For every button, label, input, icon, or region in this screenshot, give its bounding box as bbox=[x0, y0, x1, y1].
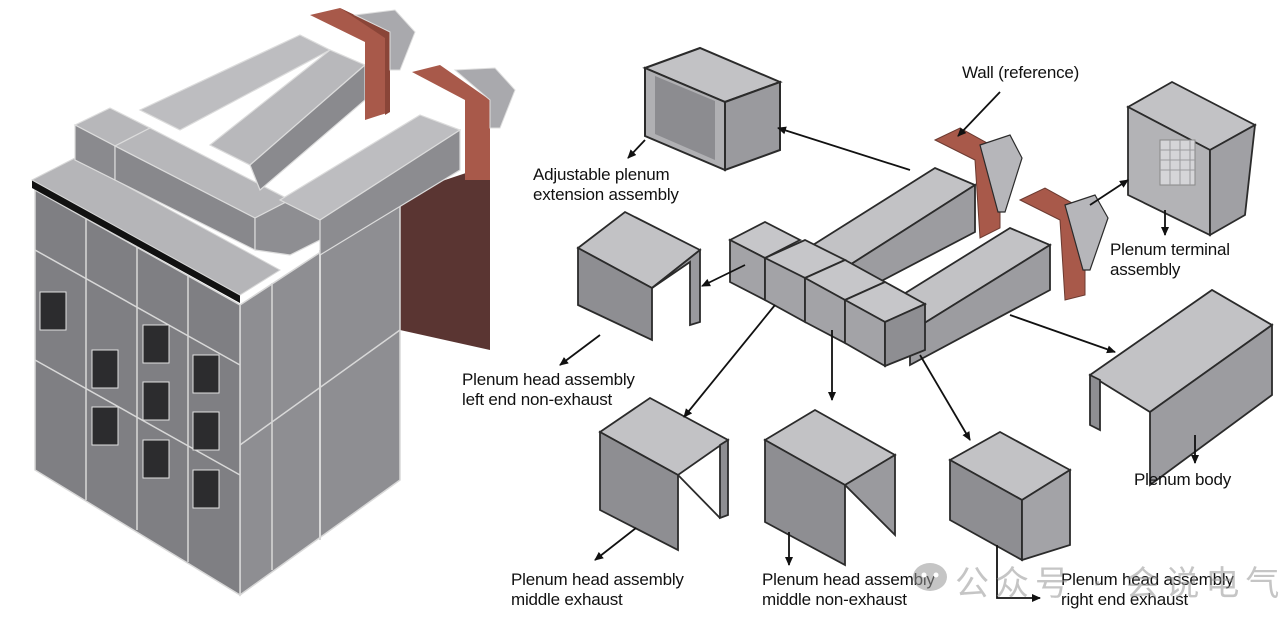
plenum-terminal-part bbox=[1126, 80, 1257, 237]
watermark-text: 公众号 · 会说电气 bbox=[955, 564, 1280, 604]
middle-non-exhaust-head-part bbox=[763, 408, 897, 567]
arrow-middle-exhaust bbox=[683, 304, 776, 418]
label-line: Plenum terminal bbox=[1110, 240, 1230, 259]
wall-panel bbox=[400, 165, 490, 350]
label-line: Plenum head assembly bbox=[1061, 570, 1234, 589]
arrow-body bbox=[1009, 314, 1116, 354]
adjustable-extension-part bbox=[642, 46, 783, 172]
label-line: extension assembly bbox=[533, 185, 679, 204]
arrow-left-end bbox=[701, 264, 746, 287]
label-line: Wall (reference) bbox=[962, 63, 1080, 82]
arrow-right-end bbox=[919, 354, 971, 441]
label-middle-non-exhaust: Plenum head assembly middle non-exhaust bbox=[762, 570, 935, 610]
label-line: Plenum head assembly bbox=[511, 570, 684, 589]
middle-exhaust-head-part bbox=[598, 396, 730, 552]
wall-flange-lower bbox=[412, 65, 490, 180]
plenum-body-part bbox=[1088, 288, 1274, 487]
label-left-end: Plenum head assembly left end non-exhaus… bbox=[462, 370, 635, 410]
right-end-exhaust-head-part bbox=[948, 430, 1072, 562]
arrow-terminal bbox=[1089, 179, 1129, 206]
arrow-adjustable-extension bbox=[777, 126, 911, 171]
leader-arrows bbox=[559, 91, 1199, 602]
label-terminal: Plenum terminal assembly bbox=[1110, 240, 1230, 280]
label-line: assembly bbox=[1110, 260, 1181, 279]
label-line: Plenum head assembly bbox=[462, 370, 635, 389]
breaker-panels bbox=[39, 291, 220, 509]
label-line: Plenum head assembly bbox=[762, 570, 935, 589]
label-line: middle exhaust bbox=[511, 590, 623, 609]
label-wall: Wall (reference) bbox=[962, 63, 1079, 83]
arrow-adjustable-label bbox=[627, 139, 646, 159]
wall-flange-upper bbox=[310, 8, 390, 120]
label-middle-exhaust: Plenum head assembly middle exhaust bbox=[511, 570, 684, 610]
arrow-middle-exhaust-label bbox=[594, 527, 637, 561]
central-plenum-assembly bbox=[728, 166, 1052, 368]
label-line: Plenum body bbox=[1134, 470, 1232, 489]
label-line: left end non-exhaust bbox=[462, 390, 613, 409]
left-end-head-part bbox=[576, 210, 702, 342]
label-line: right end exhaust bbox=[1061, 590, 1189, 609]
label-adjustable-extension: Adjustable plenum extension assembly bbox=[533, 165, 679, 205]
arrow-right-end-label bbox=[996, 545, 1041, 602]
assembled-plenum bbox=[73, 34, 462, 257]
label-right-end: Plenum head assembly right end exhaust bbox=[1061, 570, 1234, 610]
assembled-switchgear bbox=[30, 8, 516, 597]
arrow-left-end-label bbox=[559, 334, 601, 366]
label-line: middle non-exhaust bbox=[762, 590, 907, 609]
wechat-icon bbox=[913, 563, 947, 591]
label-body: Plenum body bbox=[1134, 470, 1231, 490]
arrow-wall bbox=[957, 91, 1001, 137]
label-line: Adjustable plenum bbox=[533, 165, 670, 184]
wall-reference-parts bbox=[933, 127, 1109, 301]
